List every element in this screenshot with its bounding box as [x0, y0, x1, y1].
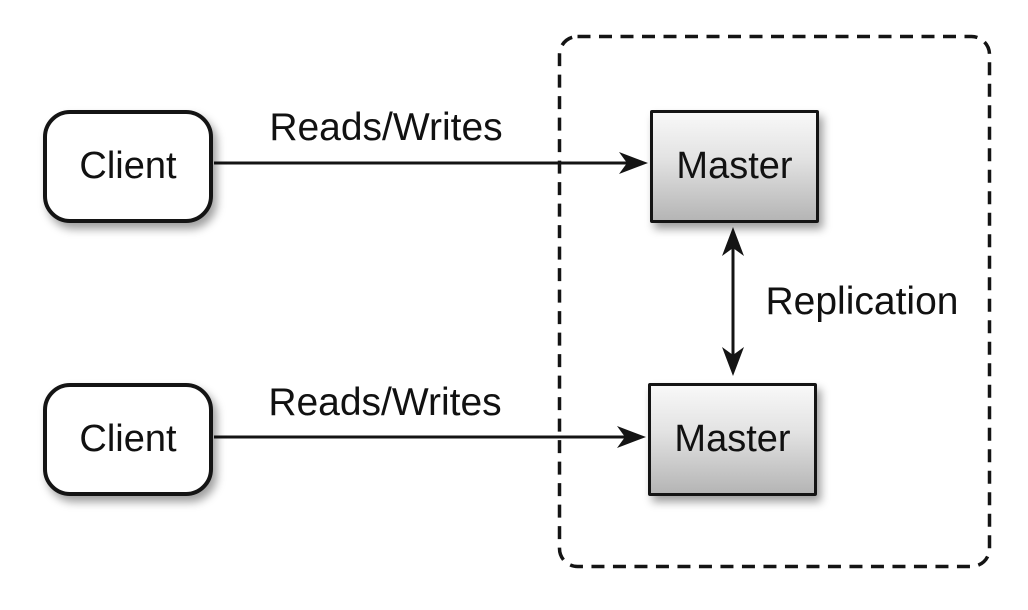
node-client-top: Client — [43, 110, 213, 223]
edge-label-reads-writes-top: Reads/Writes — [269, 106, 503, 149]
edge-label-replication: Replication — [765, 280, 959, 323]
node-client-bottom-label: Client — [79, 418, 177, 460]
cluster-boundary — [557, 34, 992, 569]
edge-reads-writes-bottom — [214, 426, 646, 448]
arrowhead-down-icon — [722, 347, 744, 376]
edge-label-reads-writes-bottom: Reads/Writes — [268, 381, 502, 424]
edge-replication — [722, 227, 744, 376]
node-client-bottom: Client — [43, 383, 213, 496]
node-master-top: Master — [650, 110, 819, 223]
node-master-bottom: Master — [648, 383, 817, 496]
arrowhead-right-icon — [617, 426, 646, 448]
edge-reads-writes-top — [214, 152, 648, 174]
arrowhead-up-icon — [722, 227, 744, 256]
node-master-bottom-label: Master — [674, 418, 791, 460]
node-client-top-label: Client — [79, 145, 177, 187]
node-master-top-label: Master — [676, 145, 793, 187]
arrowhead-right-icon — [619, 152, 648, 174]
